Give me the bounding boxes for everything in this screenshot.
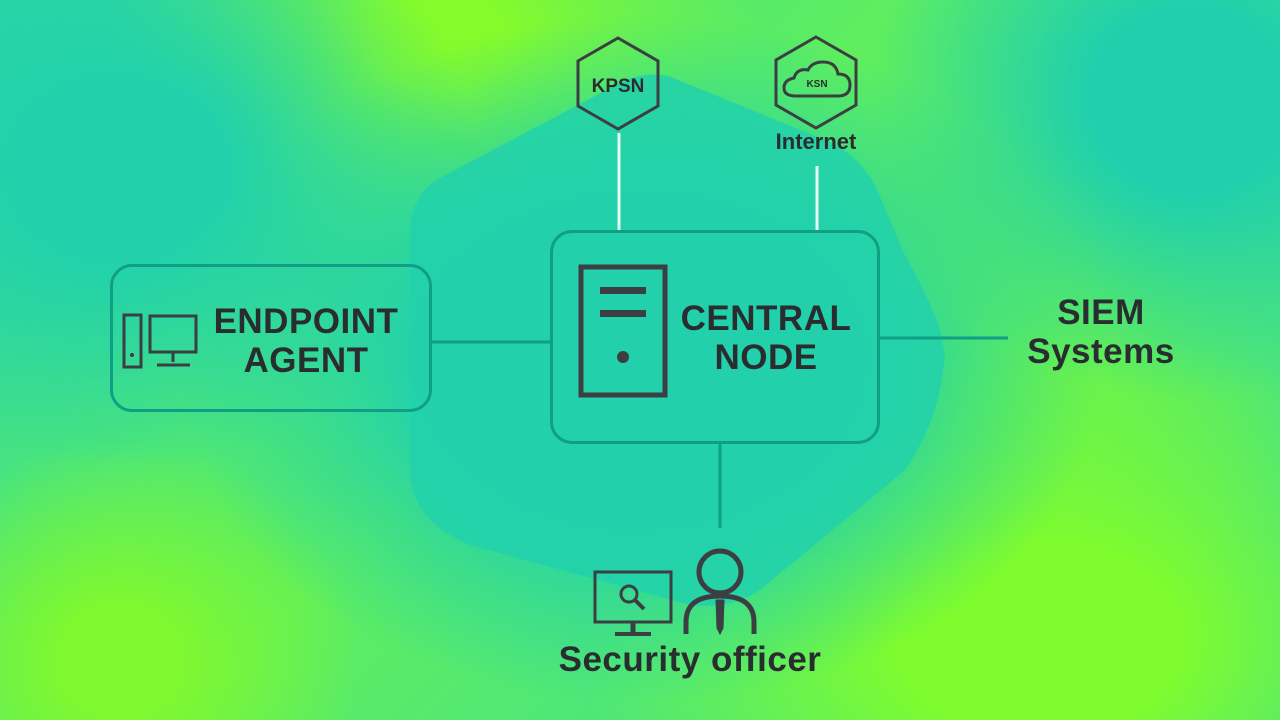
central-node-line2: NODE (714, 338, 818, 378)
endpoint-agent-label: ENDPOINT AGENT (196, 302, 416, 380)
siem-line1: SIEM (1057, 293, 1145, 332)
person-tie-icon (683, 548, 757, 636)
siem-line2: Systems (1027, 332, 1175, 372)
central-node-line1: CENTRAL (680, 299, 852, 338)
endpoint-agent-box (110, 264, 432, 412)
backdrop-polygon (410, 74, 945, 606)
desktop-computer-icon (122, 313, 198, 369)
endpoint-agent-line2: AGENT (243, 341, 369, 381)
ksn-badge: KSN (806, 79, 828, 90)
security-officer-label: Security officer (558, 640, 822, 679)
central-node-box (550, 230, 880, 444)
kpsn-hexagon-icon (576, 36, 660, 131)
kpsn-label: KPSN (591, 76, 645, 97)
central-node-label: CENTRAL NODE (668, 299, 864, 377)
internet-label: Internet (775, 129, 857, 154)
monitor-search-icon (593, 570, 673, 636)
server-tower-icon (578, 264, 668, 398)
siem-label: SIEM Systems (1010, 293, 1192, 371)
ksn-cloud-hexagon-icon (774, 35, 858, 130)
endpoint-agent-line1: ENDPOINT (213, 302, 399, 341)
